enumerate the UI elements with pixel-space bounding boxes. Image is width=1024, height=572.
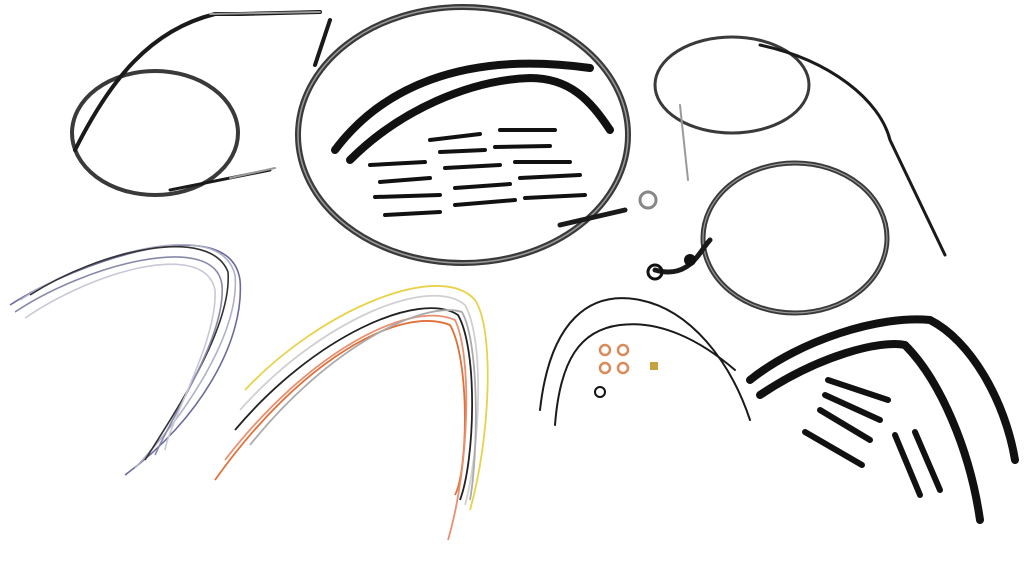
clutch-cable-loop — [653, 35, 947, 257]
shrink-tubing-right — [746, 315, 1019, 524]
shrink-tubing-center — [331, 59, 614, 217]
wire-bundle-left — [9, 243, 242, 476]
brake-line-right — [646, 160, 890, 316]
brake-line-loop — [295, 4, 658, 266]
banjo-fitting — [638, 190, 658, 210]
throttle-cable-loop — [70, 10, 322, 197]
wire-bundle-colored — [214, 285, 489, 541]
thin-cables — [539, 297, 751, 426]
o-ring — [594, 386, 606, 398]
brass-fitting — [650, 362, 658, 370]
copper-washers — [598, 343, 630, 375]
